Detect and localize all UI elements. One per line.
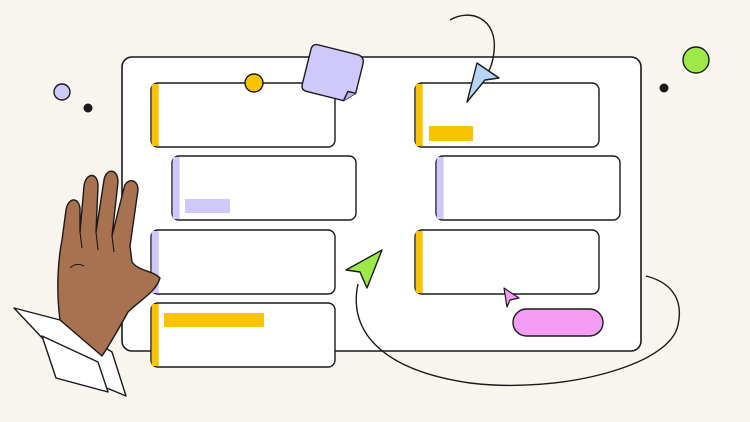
lavender-dot — [53, 83, 71, 101]
cursor-arrow-icon — [503, 287, 520, 308]
card-chip — [185, 199, 230, 213]
motion-curve-top — [449, 14, 495, 77]
card-2[interactable] — [171, 155, 357, 221]
card-accent-bar — [436, 157, 444, 219]
cursor-arrow-icon — [345, 249, 383, 289]
cursor-arrow-icon — [466, 62, 500, 103]
card-accent-bar — [151, 84, 159, 146]
motion-curve-bottom — [355, 275, 680, 387]
card-chip — [429, 126, 473, 141]
card-5[interactable] — [414, 82, 600, 148]
black-dot-right — [659, 83, 669, 93]
card-accent-bar — [151, 304, 159, 366]
card-7[interactable] — [414, 229, 600, 295]
hand-icon — [13, 170, 161, 397]
card-accent-bar — [151, 231, 159, 293]
sticky-note-icon — [301, 43, 364, 102]
green-dot — [682, 46, 710, 74]
card-3[interactable] — [150, 229, 336, 295]
pink-pill-button[interactable] — [512, 308, 604, 337]
card-6[interactable] — [435, 155, 621, 221]
yellow-dot — [244, 73, 264, 93]
card-chip — [164, 313, 264, 327]
black-dot-left — [83, 103, 93, 113]
card-accent-bar — [172, 157, 180, 219]
card-4[interactable] — [150, 302, 336, 368]
card-1[interactable] — [150, 82, 336, 148]
card-accent-bar — [415, 84, 423, 146]
card-accent-bar — [415, 231, 423, 293]
